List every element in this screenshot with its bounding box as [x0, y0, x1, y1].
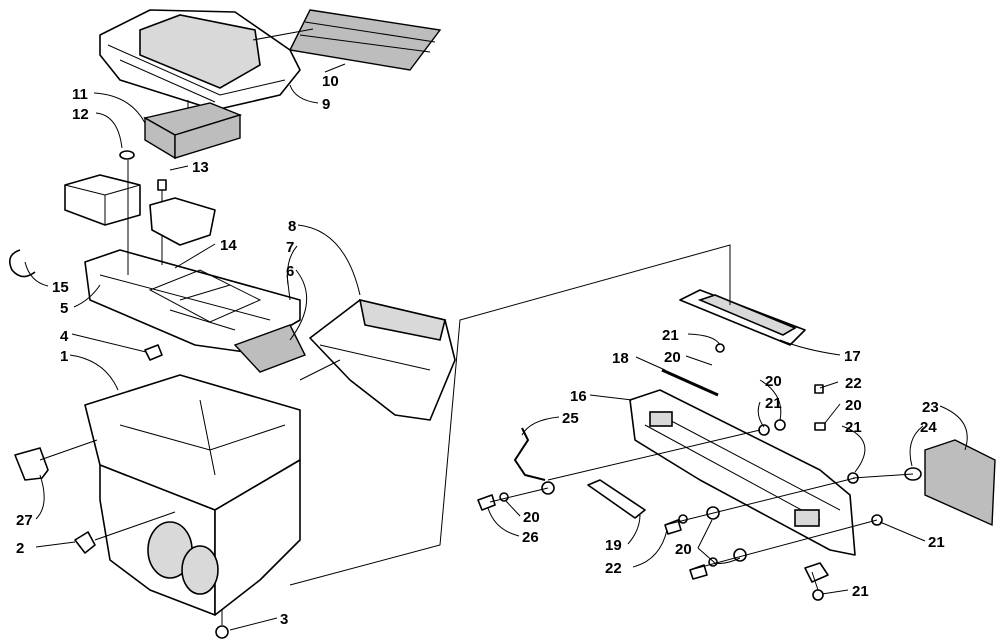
- callout-26: 26: [522, 529, 539, 546]
- callout-18: 18: [612, 350, 629, 367]
- callout-20d: 20: [523, 509, 540, 526]
- callout-21e: 21: [852, 583, 869, 600]
- callout-20c: 20: [845, 397, 862, 414]
- part-12-grommet: [119, 150, 135, 160]
- callout-19: 19: [605, 537, 622, 554]
- part-17-cover-plate: [679, 289, 806, 346]
- callout-12: 12: [72, 106, 89, 123]
- callout-13: 13: [192, 159, 209, 176]
- callout-21d: 21: [928, 534, 945, 551]
- part-26-bolt: [477, 494, 496, 511]
- part-19-bracket: [587, 479, 646, 519]
- callout-3: 3: [280, 611, 288, 628]
- small-washers: [499, 343, 883, 601]
- callout-6: 6: [286, 263, 294, 280]
- callout-21c: 21: [845, 419, 862, 436]
- part-10-filter-screen: [288, 9, 442, 71]
- part-16-housing: [629, 389, 856, 556]
- part-4-screw: [144, 344, 163, 361]
- callout-17: 17: [844, 348, 861, 365]
- callout-25: 25: [562, 410, 579, 427]
- callout-5: 5: [60, 300, 68, 317]
- callout-16: 16: [570, 388, 587, 405]
- part-23-filter-pad: [924, 439, 996, 527]
- callout-24: 24: [920, 419, 937, 436]
- part-18-rod: [661, 368, 719, 397]
- callout-20a: 20: [664, 349, 681, 366]
- callout-15: 15: [52, 279, 69, 296]
- part-27-latch: [14, 447, 49, 481]
- callout-4: 4: [60, 328, 69, 345]
- part-9-lid: [99, 9, 301, 111]
- part-11-foam-filter: [143, 102, 243, 160]
- callout-20e: 20: [675, 541, 692, 558]
- callout-21b: 21: [765, 395, 782, 412]
- part-6-bracket: [233, 324, 306, 373]
- callout-14: 14: [220, 237, 237, 254]
- callout-9: 9: [322, 96, 330, 113]
- callout-2: 2: [16, 540, 24, 557]
- callout-22b: 22: [605, 560, 622, 577]
- module-left: [64, 174, 141, 226]
- assembly-lines: [39, 28, 914, 625]
- callout-23: 23: [922, 399, 939, 416]
- callouts: 1 2 3 4 5 6 7 8 9 10 11 12 13 14 15 16 1…: [16, 73, 945, 628]
- callout-21a: 21: [662, 327, 679, 344]
- callout-8: 8: [288, 218, 296, 235]
- callout-27: 27: [16, 512, 33, 529]
- part-15-clip: [9, 249, 36, 278]
- callout-11: 11: [72, 86, 88, 103]
- callout-22a: 22: [845, 375, 862, 392]
- callout-1: 1: [60, 348, 68, 365]
- part-8-intake-duct: [309, 298, 456, 421]
- callout-7: 7: [286, 239, 294, 256]
- part-1-air-box: [84, 374, 301, 616]
- callout-10: 10: [322, 73, 339, 90]
- part-3-nut: [215, 625, 229, 639]
- module-right: [149, 197, 216, 246]
- part-25-wire-link: [513, 427, 546, 481]
- part-2-clip: [74, 531, 96, 554]
- callout-leaders: [24, 63, 968, 631]
- callout-20b: 20: [765, 373, 782, 390]
